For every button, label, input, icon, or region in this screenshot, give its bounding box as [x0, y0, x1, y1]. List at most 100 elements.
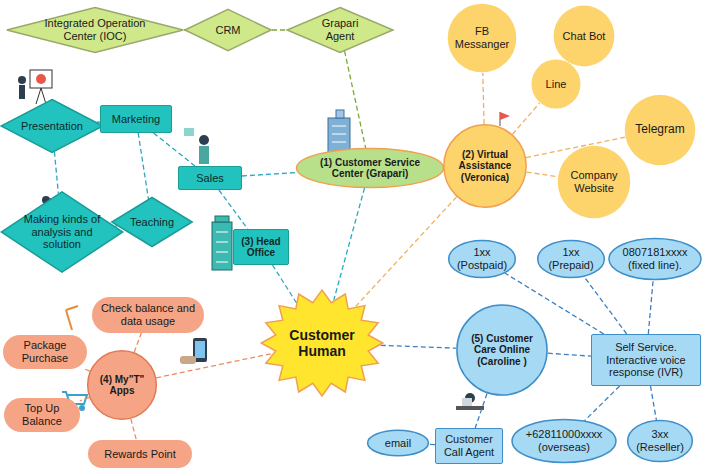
node-outline [112, 198, 192, 247]
building-icon [212, 216, 232, 270]
node-label: (3) Head Office [235, 236, 288, 259]
robot-icon [500, 112, 510, 126]
node-outline [261, 290, 383, 396]
number-ellipse: 1xx (Postpaid) [448, 240, 516, 278]
channel-circle: Telegram [624, 94, 696, 166]
dashed-connector [475, 394, 487, 428]
dashed-connector [80, 397, 89, 400]
dashed-connector [548, 353, 591, 356]
dashed-connector [373, 345, 456, 348]
process-box: Marketing [100, 105, 172, 133]
node-outline [628, 420, 693, 461]
node-label: (5) Customer Care Online (Caroline ) [467, 333, 537, 368]
channel-circle: FB Messanger [447, 3, 517, 73]
feature-pill: Check balance and data usage [92, 297, 204, 333]
channel-circle: Company Website [557, 145, 631, 219]
phone-icon [180, 338, 207, 364]
dashed-connector [138, 133, 148, 199]
node-outline [538, 240, 605, 277]
dashed-connector [131, 419, 137, 440]
app-circle: (4) My"T" Apps [87, 350, 157, 420]
node-label: CRM [215, 24, 240, 37]
node-label: FB Messanger [453, 25, 512, 50]
dashed-connector [156, 353, 272, 377]
decision-diamond: Presentation [0, 99, 104, 153]
number-ellipse: email [367, 430, 429, 456]
node-outline [368, 430, 429, 455]
node-label: 1xx (Postpaid) [455, 246, 509, 271]
dashed-connector [272, 265, 297, 304]
dashed-connector [648, 280, 653, 334]
node-label: Line [546, 78, 567, 91]
decision-diamond: CRM [184, 9, 272, 51]
feature-pill: Package Purchase [3, 335, 87, 369]
node-outline [287, 7, 393, 52]
node-label: Grapari Agent [307, 17, 374, 42]
node-label: Self Service. Interactive voice response… [595, 341, 698, 379]
care-circle: (5) Customer Care Online (Caroline ) [456, 304, 548, 396]
process-box: (3) Head Office [233, 229, 289, 265]
node-label: 0807181xxxx (fixed line). [617, 246, 694, 271]
node-label: Customer Human [284, 327, 361, 359]
presenter-figure [18, 70, 52, 104]
node-outline [457, 305, 547, 395]
decision-diamond: Integrated Operation Center (IOC) [5, 7, 185, 53]
node-outline [558, 146, 631, 219]
service-ellipse: (1) Customer Service Center (Grapari) [295, 148, 445, 188]
node-outline [7, 7, 183, 52]
node-label: Package Purchase [10, 339, 81, 364]
node-outline [88, 351, 157, 420]
node-label: Company Website [565, 169, 624, 194]
process-box: Sales [178, 166, 242, 190]
node-label: Marketing [112, 113, 160, 126]
node-label: Chat Bot [563, 30, 606, 43]
node-label: Making kinds of analysis and solution [24, 213, 101, 251]
node-label: 1xx (Prepaid) [544, 246, 598, 271]
dashed-connector [354, 197, 457, 309]
node-outline [532, 60, 581, 109]
number-ellipse: 0807181xxxx (fixed line). [608, 238, 702, 280]
dashed-connector [650, 386, 656, 420]
node-outline [449, 240, 516, 277]
dashed-connector [512, 103, 539, 134]
node-label: Customer Call Agent [437, 433, 501, 458]
channel-circle: Chat Bot [553, 5, 615, 67]
node-label: Rewards Point [104, 448, 176, 461]
customer-star: Customer Human [260, 289, 384, 397]
dashed-connector [334, 188, 365, 300]
node-label: Top Up Balance [10, 402, 75, 427]
node-label: 3xx (Reseller) [633, 428, 687, 453]
node-outline [609, 238, 701, 279]
dashed-connector [345, 51, 366, 148]
node-label: Teaching [130, 216, 174, 229]
node-outline [512, 419, 616, 462]
number-ellipse: 1xx (Prepaid) [537, 240, 605, 278]
dashed-connector [585, 386, 620, 421]
node-label: +62811000xxxx (overseas) [521, 428, 608, 453]
ivr-box: Self Service. Interactive voice response… [591, 334, 701, 386]
lamp-icon [66, 306, 78, 330]
node-label: Presentation [21, 120, 83, 133]
agent-box: Customer Call Agent [435, 428, 503, 464]
number-ellipse: +62811000xxxx (overseas) [511, 419, 617, 463]
dashed-connector [584, 277, 627, 334]
node-label: Telegram [635, 123, 684, 137]
node-label: email [385, 437, 411, 450]
assistant-circle: (2) Virtual Assistance (Veronica) [443, 124, 527, 208]
node-outline [1, 100, 103, 153]
dashed-connector [134, 333, 141, 352]
building-icon [328, 110, 350, 152]
node-label: (2) Virtual Assistance (Veronica) [452, 149, 518, 184]
node-outline [444, 125, 526, 207]
decision-diamond: Making kinds of analysis and solution [0, 191, 124, 273]
dashed-connector [527, 172, 558, 177]
dashed-connector [154, 133, 195, 166]
node-outline [625, 95, 696, 166]
node-outline [554, 6, 615, 67]
number-ellipse: 3xx (Reseller) [627, 420, 693, 462]
node-label: Check balance and data usage [101, 302, 196, 327]
dashed-connector [242, 173, 297, 176]
node-outline [185, 9, 271, 50]
dashed-connector [54, 152, 58, 194]
channel-circle: Line [531, 59, 581, 109]
